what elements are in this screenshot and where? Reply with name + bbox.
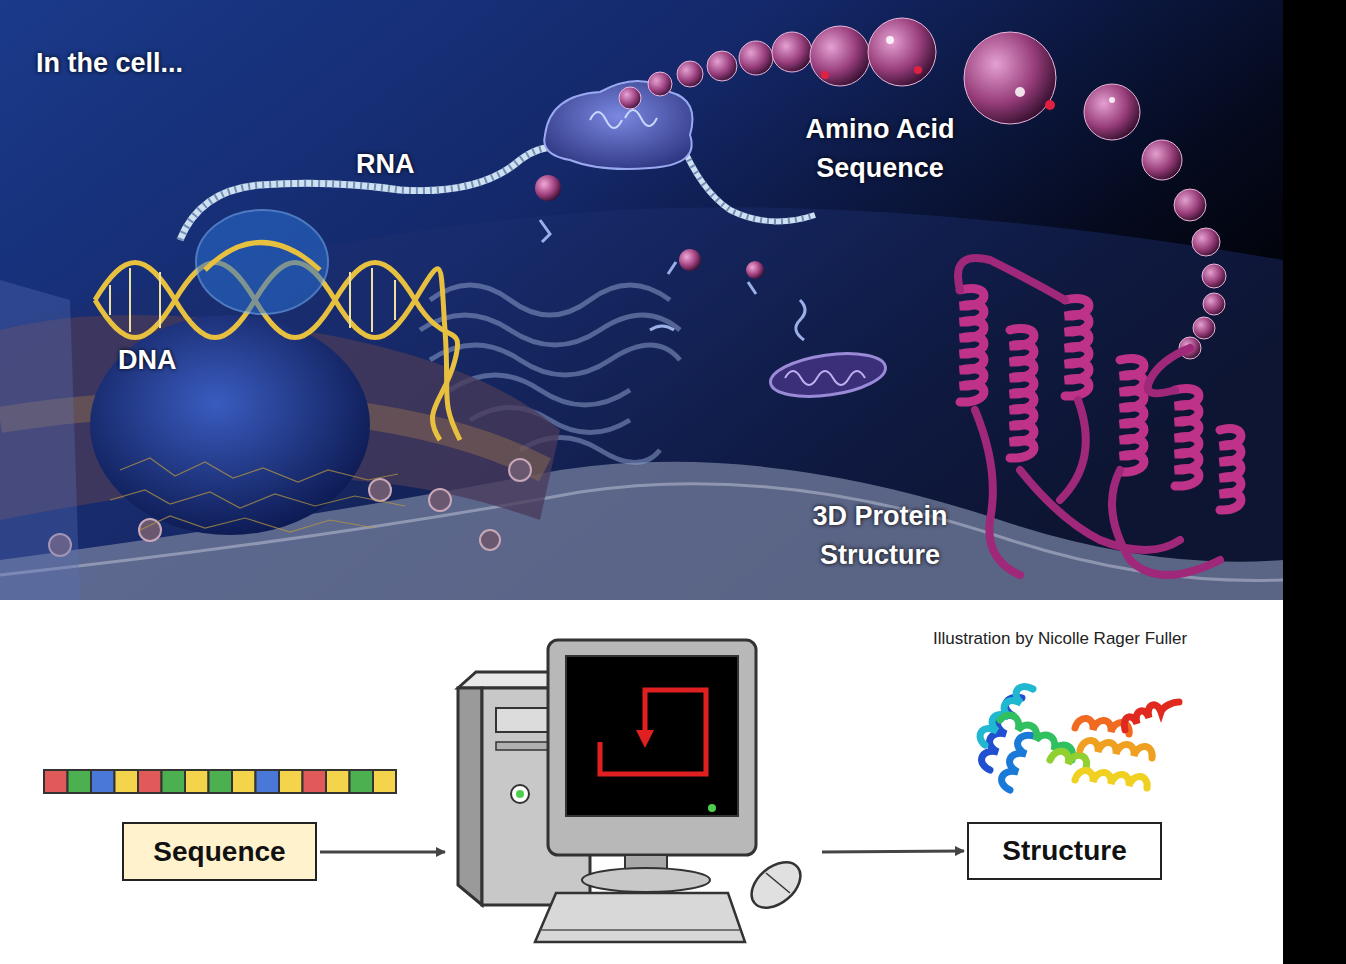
box-text: Sequence — [153, 836, 285, 868]
molecule-label: DNA — [118, 341, 238, 380]
panel-heading: In the cell... — [36, 44, 296, 83]
molecule-label: Amino Acid Sequence — [790, 110, 970, 188]
input-box: Sequence — [122, 822, 317, 881]
credit-note: Illustration by Nicolle Rager Fuller — [933, 626, 1253, 651]
box-text: Structure — [1002, 835, 1126, 867]
output-box: Structure — [967, 822, 1162, 880]
molecule-label: RNA — [356, 145, 476, 184]
molecule-label: 3D Protein Structure — [790, 497, 970, 575]
